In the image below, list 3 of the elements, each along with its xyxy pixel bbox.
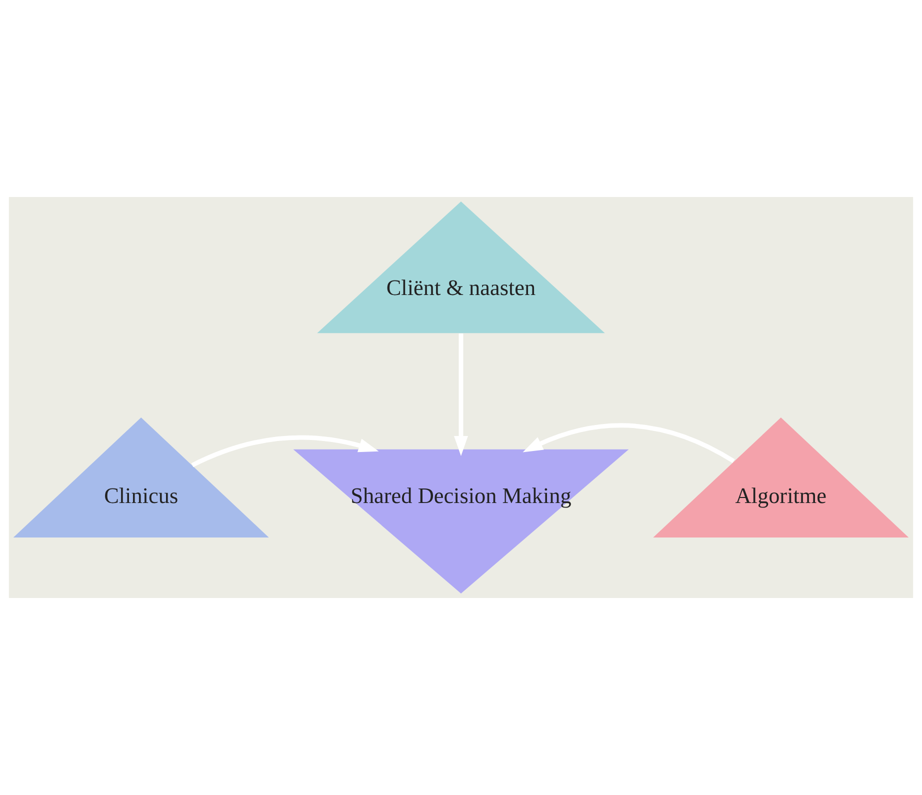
arrow bbox=[522, 423, 735, 464]
arrow bbox=[454, 334, 468, 456]
arrow bbox=[191, 435, 379, 468]
